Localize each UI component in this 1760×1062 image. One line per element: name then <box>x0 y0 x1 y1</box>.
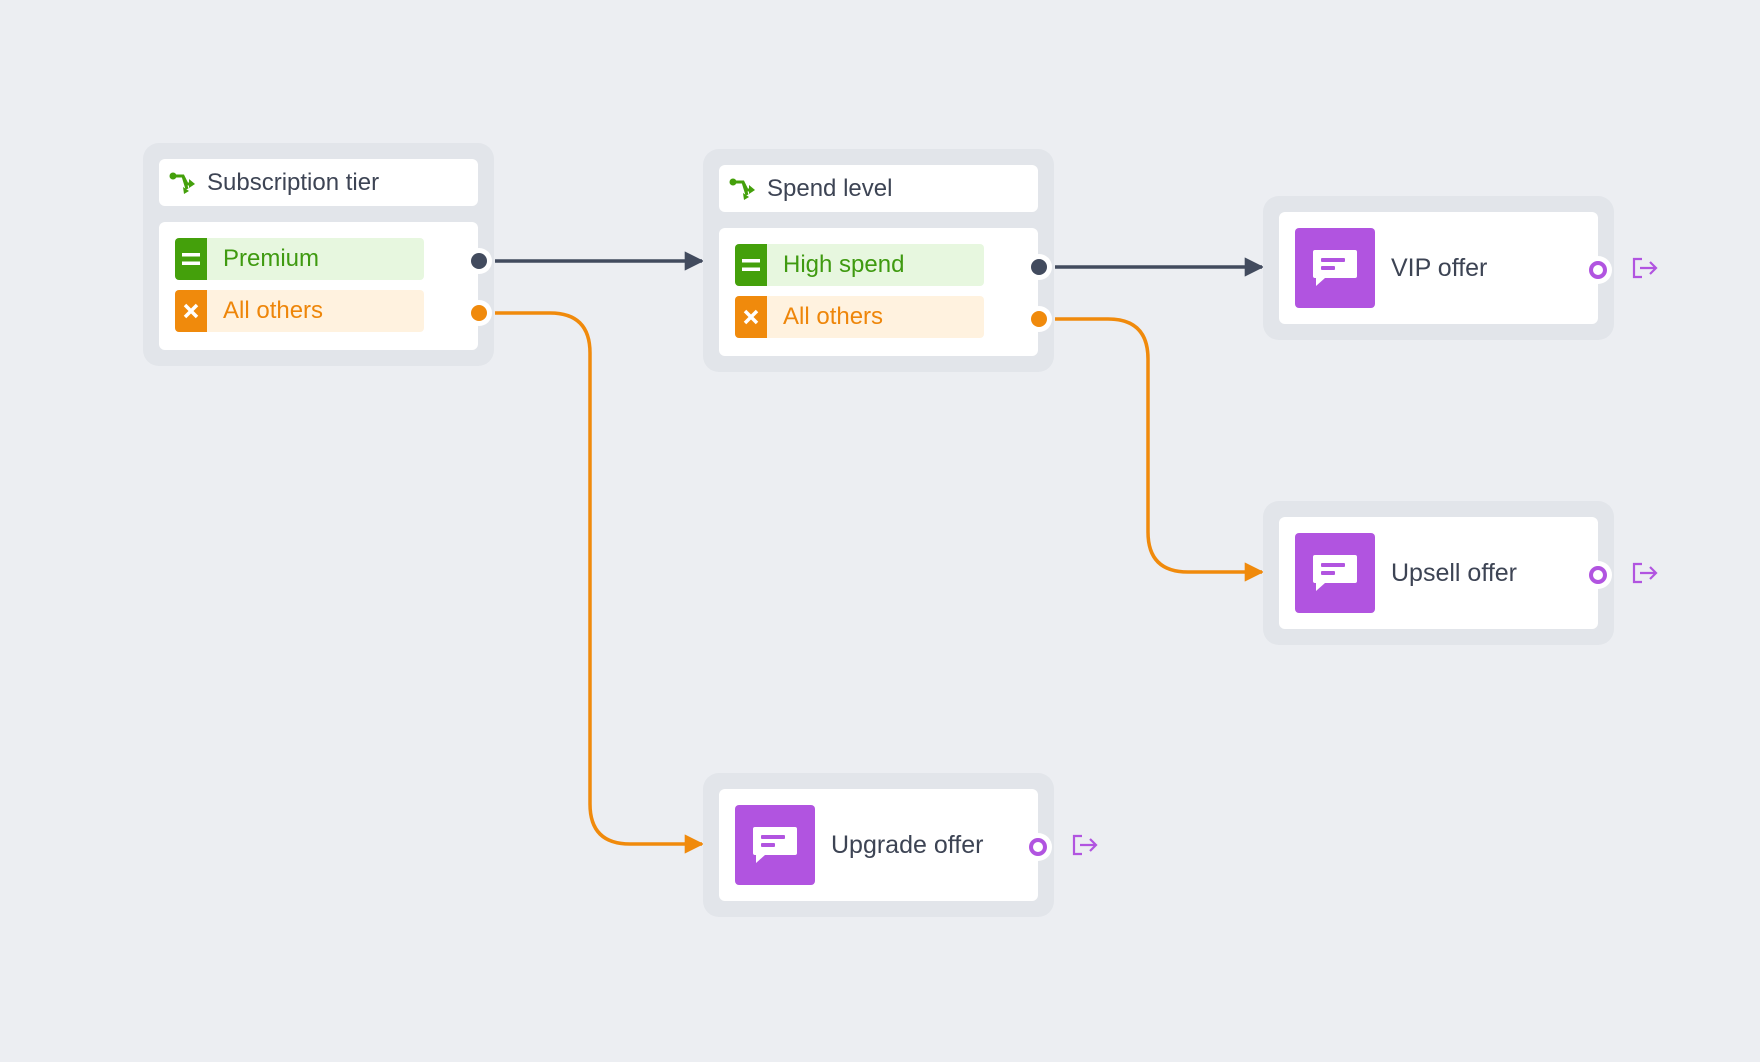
exit-icon[interactable] <box>1071 833 1099 857</box>
message-node-upgrade-offer[interactable]: Upgrade offer <box>703 773 1098 917</box>
rule-all-others[interactable]: All others <box>175 290 424 332</box>
edge-all-others-to-upgrade-offer[interactable] <box>495 311 704 854</box>
output-port-premium[interactable] <box>471 253 487 269</box>
rule-label: Premium <box>223 245 320 272</box>
output-port[interactable] <box>1589 566 1607 584</box>
rule-label: All others <box>223 297 324 324</box>
rule-high-spend[interactable]: High spend <box>735 244 984 286</box>
message-node-upsell-offer[interactable]: Upsell offer <box>1263 501 1658 645</box>
node-body: VIP offer <box>1279 212 1598 324</box>
rule-label: All others <box>783 303 884 330</box>
node-header[interactable]: Subscription tier <box>159 159 478 206</box>
output-port-high-spend[interactable] <box>1031 259 1047 275</box>
node-body: Upsell offer <box>1279 517 1598 629</box>
message-node-vip-offer[interactable]: VIP offer <box>1263 196 1658 340</box>
x-icon <box>175 290 207 332</box>
output-port-all-others[interactable] <box>1031 311 1047 327</box>
node-title: Subscription tier <box>207 168 380 196</box>
rule-list: Premium All others <box>159 222 478 350</box>
exit-icon[interactable] <box>1631 256 1659 280</box>
edge-all-others-to-upsell-offer[interactable] <box>1055 317 1264 582</box>
rule-list: High spend All others <box>719 228 1038 356</box>
condition-node-spend-level[interactable]: Spend level High spend All others <box>703 149 1054 372</box>
node-header[interactable]: Spend level <box>719 165 1038 212</box>
node-title: Upsell offer <box>1391 559 1517 587</box>
output-port[interactable] <box>1029 838 1047 856</box>
message-icon <box>1295 228 1375 308</box>
exit-icon[interactable] <box>1631 561 1659 585</box>
output-port[interactable] <box>1589 261 1607 279</box>
rule-all-others[interactable]: All others <box>735 296 984 338</box>
node-title: VIP offer <box>1391 254 1488 282</box>
equals-icon <box>175 238 207 280</box>
condition-node-subscription-tier[interactable]: Subscription tier Premium All others <box>143 143 494 366</box>
node-body: Upgrade offer <box>719 789 1038 901</box>
branch-icon <box>729 178 755 200</box>
output-port-all-others[interactable] <box>471 305 487 321</box>
rule-premium[interactable]: Premium <box>175 238 424 280</box>
node-title: Upgrade offer <box>831 831 984 859</box>
message-icon <box>735 805 815 885</box>
message-icon <box>1295 533 1375 613</box>
rule-label: High spend <box>783 251 905 278</box>
x-icon <box>735 296 767 338</box>
branch-icon <box>169 172 195 194</box>
node-title: Spend level <box>767 174 893 202</box>
equals-icon <box>735 244 767 286</box>
